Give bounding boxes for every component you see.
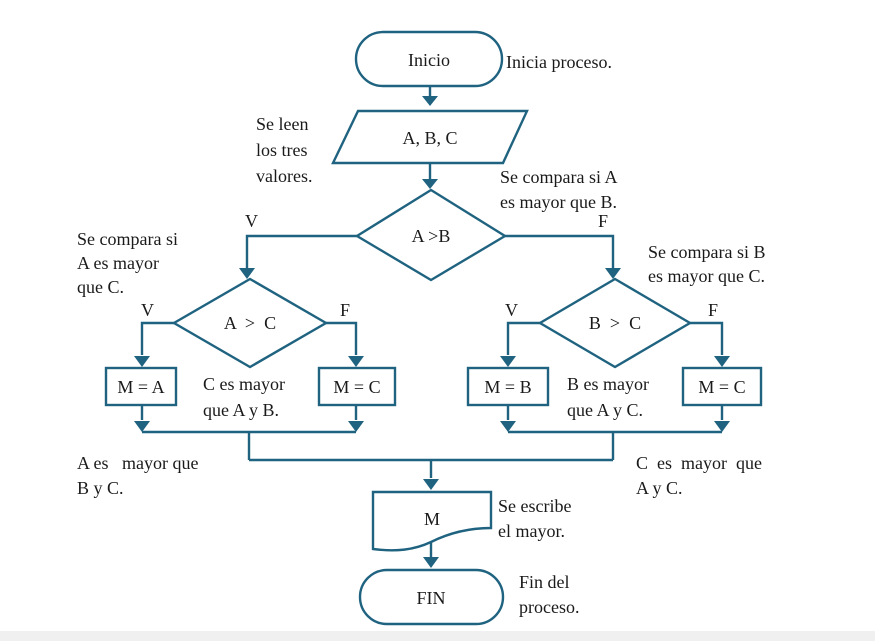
arrowhead-mb-merge (500, 421, 516, 432)
connector-right-true (506, 321, 540, 355)
assign-mc-left-label: M = C (333, 377, 380, 397)
annotation-compare-ab-line: es mayor que B. (500, 192, 617, 212)
annotation-b-max-line: B es mayor (567, 374, 649, 394)
annotation-end-line: Fin del (519, 572, 570, 592)
annotation-read-line: los tres (256, 140, 308, 160)
arrowhead-mc-left-merge (348, 421, 364, 432)
annotation-read-line: valores. (256, 166, 312, 186)
input-parallelogram (331, 109, 529, 165)
decision-main-diamond (354, 188, 508, 282)
connector-main-true (245, 234, 357, 268)
annotation-a-max-line: A es mayor que (77, 453, 198, 473)
annotation-c-max-left-line: que A y B. (203, 400, 279, 420)
bottom-strip (0, 631, 875, 641)
assign-ma-label: M = A (117, 377, 164, 397)
annotation-compare-ab-line: Se compara si A (500, 167, 617, 187)
arrowheads (134, 96, 730, 568)
annotation-c-max-left-line: C es mayor (203, 374, 285, 394)
connector-left-false (326, 321, 358, 355)
arrowhead-ma-merge (134, 421, 150, 432)
end-terminal (358, 568, 505, 626)
end-label: FIN (416, 588, 445, 608)
annotation-c-max-right-line: C es mayor que (636, 453, 762, 473)
input-label: A, B, C (402, 128, 457, 148)
arrowhead-output (423, 479, 439, 490)
output-label: M (424, 509, 440, 529)
arrowhead-decision-main (422, 179, 438, 189)
connectors (140, 86, 724, 557)
start-label: Inicio (408, 50, 450, 70)
annotation-compare-bc-line: es mayor que C. (648, 266, 765, 286)
decision-right-label: B > C (589, 313, 641, 333)
branch-right-true: V (505, 300, 518, 320)
assign-mc-left-node: M = C (317, 366, 397, 407)
arrowhead-mc-right-merge (714, 421, 730, 432)
annotation-compare-ac-line: A es mayor (77, 253, 159, 273)
start-terminal (354, 30, 504, 88)
decision-main: A >B (354, 188, 508, 282)
input-node: A, B, C (331, 109, 529, 165)
end-node: FIN (358, 568, 505, 626)
branch-main-false: F (598, 211, 608, 231)
annotation-end: Fin del proceso. (519, 572, 579, 617)
output-node: M (371, 490, 493, 552)
connector-right-false (690, 321, 724, 355)
assign-mc-left-box (317, 366, 397, 407)
decision-left-label: A > C (224, 313, 276, 333)
decision-right-diamond (537, 277, 693, 369)
assign-mb-label: M = B (484, 377, 531, 397)
annotation-start-line: Inicia proceso. (506, 52, 612, 72)
arrowhead-decision-left (239, 268, 255, 279)
annotation-compare-bc-line: Se compara si B (648, 242, 765, 262)
annotation-end-line: proceso. (519, 597, 579, 617)
decision-left: A > C (171, 277, 329, 369)
arrowhead-end (423, 557, 439, 568)
arrowhead-mc-right (714, 356, 730, 367)
annotation-c-max-right: C es mayor que A y C. (636, 453, 762, 498)
annotation-write-line: Se escribe (498, 496, 571, 516)
annotation-compare-ac-line: que C. (77, 277, 124, 297)
annotation-compare-ac: Se compara si A es mayor que C. (77, 229, 178, 297)
assign-mb-node: M = B (466, 366, 550, 407)
decision-left-diamond (171, 277, 329, 369)
branch-labels: V F V F V F (141, 211, 718, 320)
start-node: Inicio (354, 30, 504, 88)
assign-mc-right-node: M = C (681, 366, 763, 407)
annotation-compare-bc: Se compara si B es mayor que C. (648, 242, 765, 286)
decision-main-label: A >B (412, 226, 451, 246)
branch-right-false: F (708, 300, 718, 320)
connector-main-false (505, 234, 615, 268)
annotation-c-max-left: C es mayor que A y B. (203, 374, 285, 420)
annotation-b-max: B es mayor que A y C. (567, 374, 649, 420)
annotation-a-max: A es mayor que B y C. (77, 453, 198, 498)
assign-mb-box (466, 366, 550, 407)
branch-left-false: F (340, 300, 350, 320)
annotation-compare-ac-line: Se compara si (77, 229, 178, 249)
output-document-shape (371, 490, 493, 552)
annotation-start: Inicia proceso. (506, 52, 612, 72)
assign-ma-node: M = A (104, 366, 178, 407)
decision-right: B > C (537, 277, 693, 369)
annotation-b-max-line: que A y C. (567, 400, 643, 420)
arrowhead-decision-right (605, 268, 621, 279)
assign-ma-box (104, 366, 178, 407)
annotation-a-max-line: B y C. (77, 478, 124, 498)
arrowhead-mc-left (348, 356, 364, 367)
arrowhead-ma (134, 356, 150, 367)
arrowhead-input (422, 96, 438, 106)
branch-left-true: V (141, 300, 154, 320)
assign-mc-right-box (681, 366, 763, 407)
connector-left-true (140, 321, 174, 355)
annotation-compare-ab: Se compara si A es mayor que B. (500, 167, 617, 212)
annotation-read: Se leen los tres valores. (256, 114, 312, 186)
annotation-write: Se escribe el mayor. (498, 496, 571, 541)
annotation-c-max-right-line: A y C. (636, 478, 683, 498)
arrowhead-mb (500, 356, 516, 367)
assign-mc-right-label: M = C (698, 377, 745, 397)
annotation-read-line: Se leen (256, 114, 308, 134)
annotation-write-line: el mayor. (498, 521, 565, 541)
branch-main-true: V (245, 211, 258, 231)
